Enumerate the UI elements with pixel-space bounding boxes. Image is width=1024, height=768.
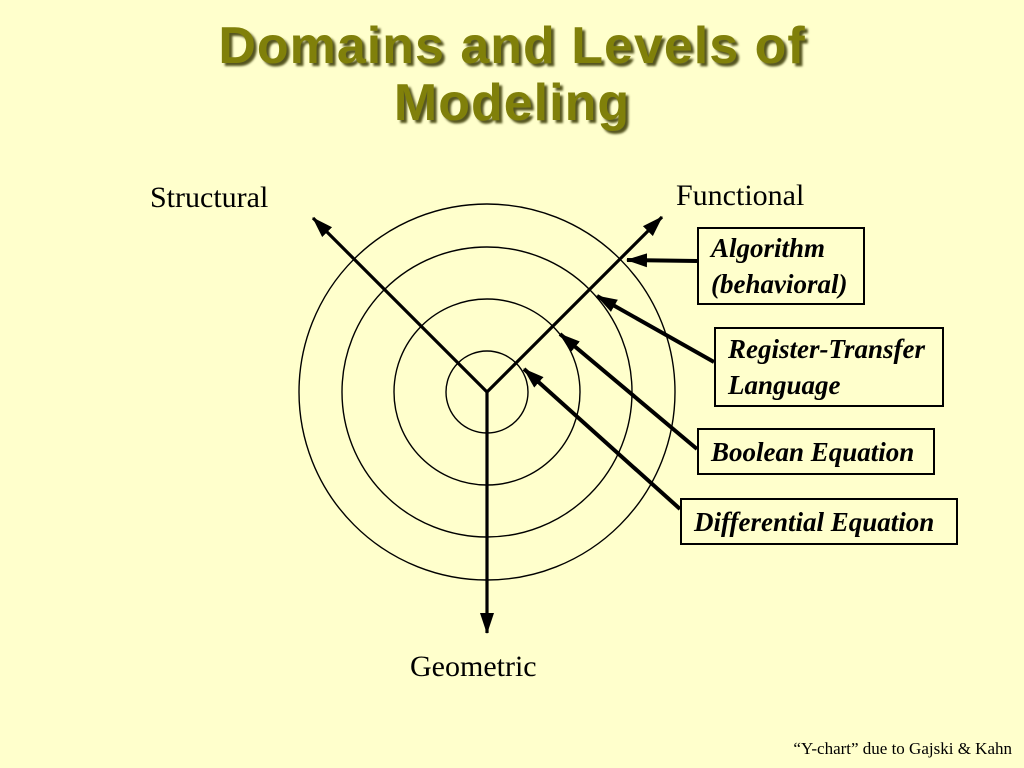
axis-label-structural: Structural [150, 181, 269, 214]
attribution-footer: “Y-chart” due to Gajski & Kahn [793, 739, 1012, 758]
domain-axes [311, 215, 664, 634]
level-box-algorithm: Algorithm (behavioral) [697, 227, 865, 305]
level-box-algorithm-line2: (behavioral) [711, 269, 848, 299]
structural-axis-arrow [311, 216, 489, 394]
level-box-algorithm-line1: Algorithm [711, 233, 826, 263]
level-box-boolean-equation-line1: Boolean Equation [711, 436, 915, 467]
functional-axis-arrow [485, 215, 664, 394]
slide-title-line1: Domains and Levels of [218, 17, 806, 75]
level-connectors [522, 253, 715, 511]
slide-title-line2: Modeling [393, 74, 631, 132]
slide-title: Domains and Levels of Modeling [0, 18, 1024, 132]
level-box-register-transfer-line2: Language [728, 370, 841, 400]
boolean-equation-connector-arrow [558, 332, 699, 451]
level-box-register-transfer-line1: Register-Transfer [728, 334, 925, 364]
register-transfer-connector-arrow [596, 294, 715, 364]
algorithm-connector-arrow [626, 253, 698, 268]
level-box-boolean-equation: Boolean Equation [697, 428, 935, 475]
level-box-differential-equation: Differential Equation [680, 498, 958, 545]
axis-label-functional: Functional [676, 179, 805, 212]
axis-label-geometric: Geometric [410, 650, 537, 683]
level-box-differential-equation-line1: Differential Equation [694, 506, 935, 537]
differential-equation-connector-arrow [522, 367, 682, 511]
level-box-register-transfer: Register-Transfer Language [714, 327, 944, 407]
